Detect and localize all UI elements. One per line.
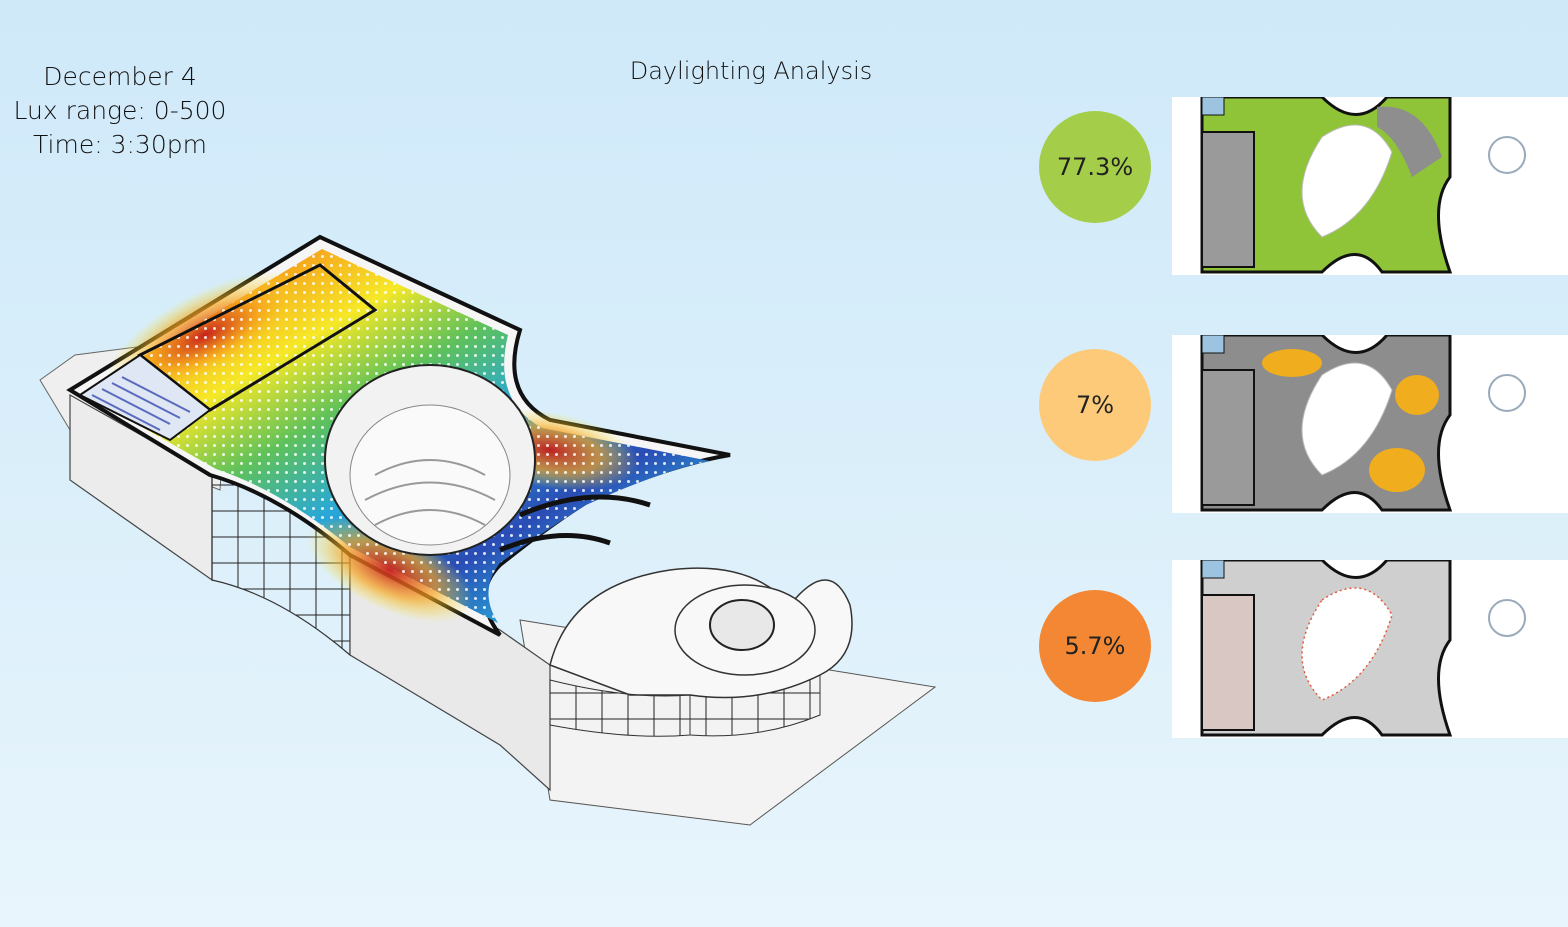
result-value-1: 77.3% [1056, 153, 1134, 181]
atrium-floor [349, 404, 511, 546]
stairs [91, 376, 191, 431]
plan-core-3 [1201, 560, 1225, 579]
bench-upper [519, 494, 651, 518]
diagram-title: Daylighting Analysis [629, 57, 873, 85]
drum-skylight [709, 599, 775, 651]
result-circle-3: 5.7% [1039, 590, 1151, 702]
result-row: 77.3% [1035, 97, 1568, 277]
plan-shade-1 [1377, 106, 1442, 177]
plan-core-2 [1201, 335, 1225, 354]
time-label: Time: 3:30pm [33, 130, 207, 159]
lux-range-label: Lux range: 0-500 [13, 96, 227, 125]
plan-room-2 [1201, 369, 1255, 506]
result-value-2: 7% [1075, 391, 1115, 419]
floor-plan-3 [1172, 560, 1568, 738]
result-value-3: 5.7% [1064, 632, 1126, 660]
plan-lit-2b [1395, 375, 1439, 415]
building-axonometric [39, 234, 937, 826]
plan-void-2 [1301, 362, 1393, 476]
result-circle-2: 7% [1039, 349, 1151, 461]
analysis-date: December 4 [43, 62, 197, 91]
result-circle-1: 77.3% [1039, 111, 1151, 223]
result-row: 5.7% [1035, 560, 1568, 740]
plan-void-3 [1301, 587, 1393, 701]
analysis-info: December 4 Lux range: 0-500 Time: 3:30pm [10, 60, 230, 162]
plan-drum-3 [1488, 599, 1526, 637]
atrium-seating [364, 459, 496, 526]
plan-drum-2 [1488, 374, 1526, 412]
plan-lit-2a [1262, 349, 1322, 377]
floor-plan-2 [1172, 335, 1568, 513]
stair-room [78, 353, 212, 442]
plan-room-3 [1201, 594, 1255, 731]
bench-lower [499, 533, 611, 553]
plan-core-1 [1201, 97, 1225, 116]
drum-glazing [689, 674, 821, 737]
plan-lit-2c [1369, 448, 1425, 492]
plan-drum-1 [1488, 136, 1526, 174]
plan-void-1 [1301, 124, 1393, 238]
plan-room-1 [1201, 131, 1255, 268]
floor-plan-1 [1172, 97, 1568, 275]
result-row: 7% [1035, 335, 1568, 515]
